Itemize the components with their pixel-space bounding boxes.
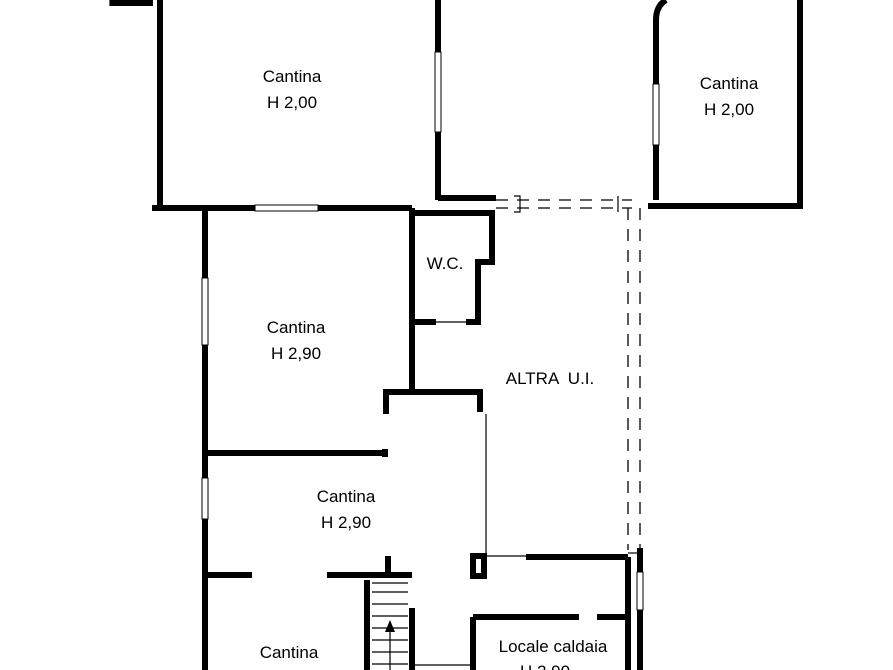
window-4 (201, 277, 209, 346)
room-name-cantina-1: Cantina (263, 67, 322, 86)
room-name-cantina-3: Cantina (267, 318, 326, 337)
room-labels: Cantina H 2,00 Cantina H 2,00 W.C. Canti… (260, 67, 759, 670)
window-6 (636, 571, 644, 611)
room-name-cantina-2: Cantina (700, 74, 759, 93)
dashed-boundary (496, 195, 641, 550)
room-name-cantina-4: Cantina (317, 487, 376, 506)
staircase (372, 582, 408, 670)
room-name-altra: ALTRA U.I. (506, 369, 595, 388)
room-name-caldaia: Locale caldaia (499, 637, 608, 656)
window-5 (201, 477, 209, 520)
room-height-cantina-1: H 2,00 (267, 93, 317, 112)
window-3 (652, 83, 660, 146)
room-name-cantina-5: Cantina (260, 643, 319, 662)
window-2 (254, 204, 319, 212)
room-height-caldaia: H 2,90 (520, 662, 570, 670)
thin-lines (412, 321, 640, 666)
walls (109, 0, 803, 670)
stair-arrow-icon (385, 620, 395, 632)
room-name-wc: W.C. (427, 254, 464, 273)
window-1 (434, 51, 442, 133)
windows (201, 51, 660, 611)
room-height-cantina-2: H 2,00 (704, 100, 754, 119)
room-height-cantina-3: H 2,90 (271, 344, 321, 363)
room-height-cantina-4: H 2,90 (321, 513, 371, 532)
